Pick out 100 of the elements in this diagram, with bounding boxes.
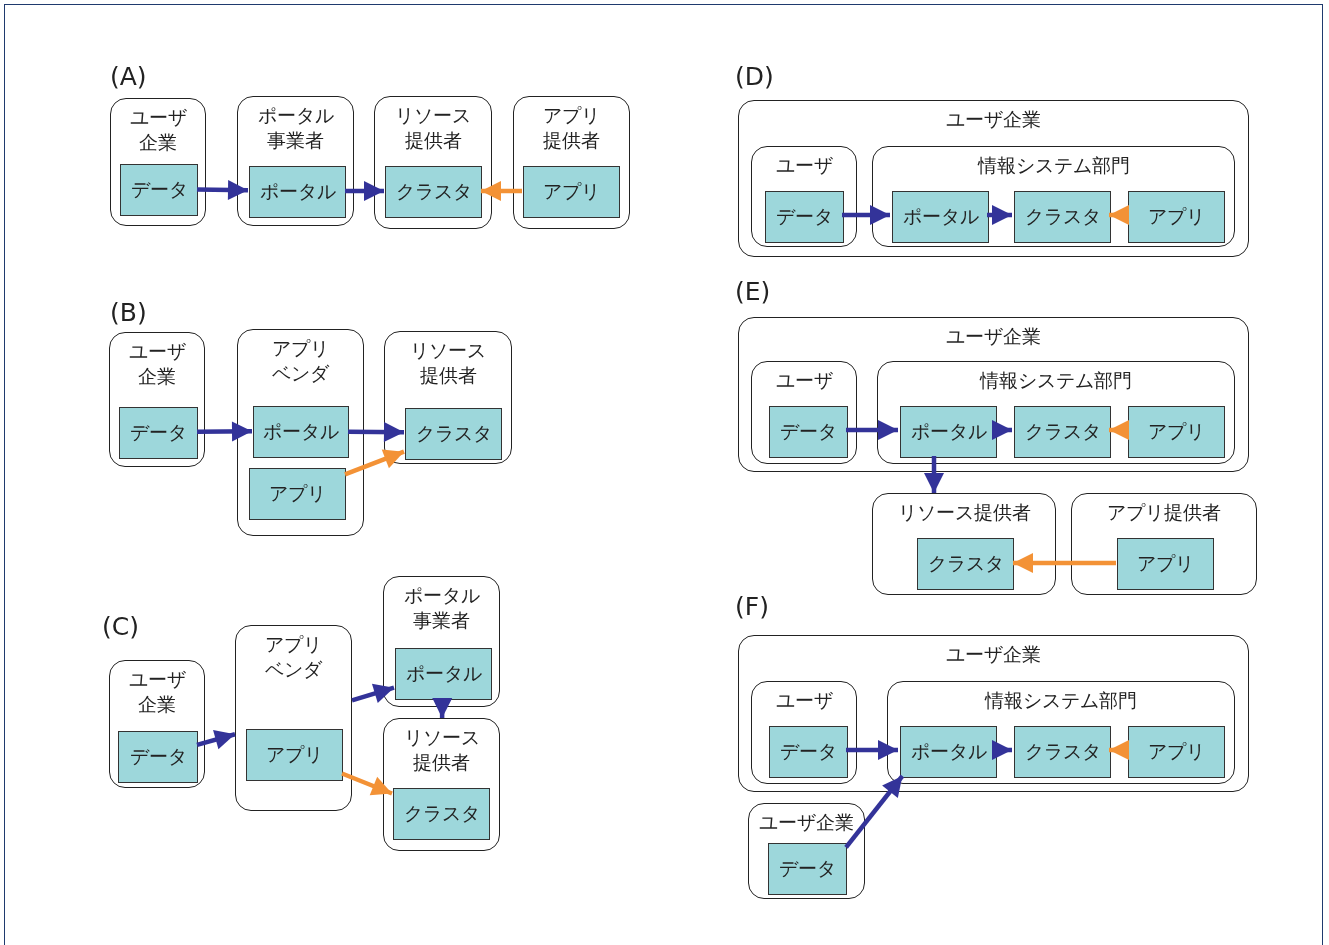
group-box xyxy=(751,361,857,464)
component-label: アプリ xyxy=(269,481,326,506)
component-box xyxy=(249,166,346,218)
group-box xyxy=(513,96,630,229)
component-label: クラスタ xyxy=(395,179,472,204)
panel-label: (A) xyxy=(110,62,147,91)
component-box xyxy=(1128,726,1225,778)
group-heading: ユーザ xyxy=(774,368,834,393)
component-box xyxy=(523,166,620,218)
component-label: クラスタ xyxy=(403,801,480,826)
group-box xyxy=(384,331,512,464)
panel-label: (E) xyxy=(735,277,771,306)
component-label: クラスタ xyxy=(1024,419,1101,444)
component-label: アプリ xyxy=(543,179,600,204)
component-box xyxy=(253,406,349,458)
component-box xyxy=(246,729,343,781)
group-heading: アプリ提供者 xyxy=(1106,500,1222,525)
group-box xyxy=(1071,493,1257,595)
group-box xyxy=(738,100,1249,257)
component-label: データ xyxy=(780,419,837,444)
component-box xyxy=(768,843,847,895)
group-box xyxy=(109,660,205,788)
group-heading: ユーザ xyxy=(774,688,834,713)
group-box xyxy=(751,681,857,784)
group-heading: アプリ提供者 xyxy=(542,103,601,153)
group-box xyxy=(748,803,865,899)
component-label: アプリ xyxy=(1137,551,1194,576)
component-box xyxy=(1014,406,1111,458)
component-box xyxy=(393,788,490,840)
panel-label: (D) xyxy=(735,62,774,91)
component-box xyxy=(120,164,198,216)
component-label: クラスタ xyxy=(927,551,1004,576)
group-heading: アプリベンダ xyxy=(264,632,323,682)
group-heading: ユーザ企業 xyxy=(945,107,1042,132)
component-box xyxy=(1117,538,1214,590)
component-label: データ xyxy=(130,420,187,445)
component-label: アプリ xyxy=(266,742,323,767)
group-box xyxy=(109,332,205,467)
component-label: ポータル xyxy=(902,204,979,229)
component-label: データ xyxy=(776,204,833,229)
component-box xyxy=(892,191,989,243)
group-box xyxy=(738,317,1249,472)
group-box xyxy=(751,146,857,247)
group-heading: ユーザ企業 xyxy=(945,324,1042,349)
component-label: アプリ xyxy=(1148,419,1205,444)
component-box xyxy=(405,408,502,460)
group-heading: ユーザ企業 xyxy=(127,339,187,389)
component-box xyxy=(769,406,848,458)
component-box xyxy=(900,726,997,778)
group-heading: ユーザ xyxy=(774,153,834,178)
component-label: ポータル xyxy=(263,419,339,444)
component-label: ポータル xyxy=(405,661,482,686)
group-heading: ユーザ企業 xyxy=(127,667,187,717)
group-heading: リソース提供者 xyxy=(896,500,1032,525)
component-label: データ xyxy=(779,856,836,881)
group-heading: ユーザ企業 xyxy=(758,810,855,835)
component-label: クラスタ xyxy=(415,421,492,446)
group-heading: ポータル事業者 xyxy=(402,583,481,633)
component-label: アプリ xyxy=(1148,739,1205,764)
group-box xyxy=(237,329,364,536)
panel-label: (F) xyxy=(735,592,769,621)
group-box xyxy=(877,361,1235,464)
component-label: データ xyxy=(130,177,188,202)
component-box xyxy=(249,468,346,520)
component-box xyxy=(1014,726,1111,778)
panel-label: (C) xyxy=(102,612,139,641)
group-box xyxy=(887,681,1235,784)
group-heading: リソース提供者 xyxy=(402,725,481,775)
panel-label: (B) xyxy=(110,298,147,327)
group-box xyxy=(383,718,500,851)
group-box xyxy=(738,635,1249,792)
group-heading: リソース提供者 xyxy=(409,338,487,388)
group-heading: リソース提供者 xyxy=(394,103,472,153)
component-box xyxy=(900,406,997,458)
group-heading: 情報システム部門 xyxy=(978,368,1133,393)
component-label: ポータル xyxy=(910,419,987,444)
component-label: クラスタ xyxy=(1024,739,1101,764)
component-label: クラスタ xyxy=(1024,204,1101,229)
component-box xyxy=(1014,191,1111,243)
group-box xyxy=(237,96,354,226)
group-box xyxy=(872,493,1056,595)
component-label: ポータル xyxy=(259,179,336,204)
group-heading: ユーザ企業 xyxy=(945,642,1042,667)
component-label: アプリ xyxy=(1148,204,1205,229)
group-box xyxy=(872,146,1235,247)
component-box xyxy=(1128,406,1225,458)
component-label: ポータル xyxy=(910,739,987,764)
group-heading: ユーザ企業 xyxy=(128,105,188,155)
group-heading: 情報システム部門 xyxy=(976,153,1131,178)
component-box xyxy=(917,538,1014,590)
component-box xyxy=(118,731,198,783)
component-box xyxy=(119,407,198,459)
component-label: データ xyxy=(780,739,837,764)
group-heading: 情報システム部門 xyxy=(983,688,1138,713)
group-heading: ポータル事業者 xyxy=(256,103,335,153)
component-box xyxy=(769,726,848,778)
component-label: データ xyxy=(129,744,187,769)
component-box xyxy=(1128,191,1225,243)
component-box xyxy=(395,648,492,700)
group-heading: アプリベンダ xyxy=(271,336,330,386)
